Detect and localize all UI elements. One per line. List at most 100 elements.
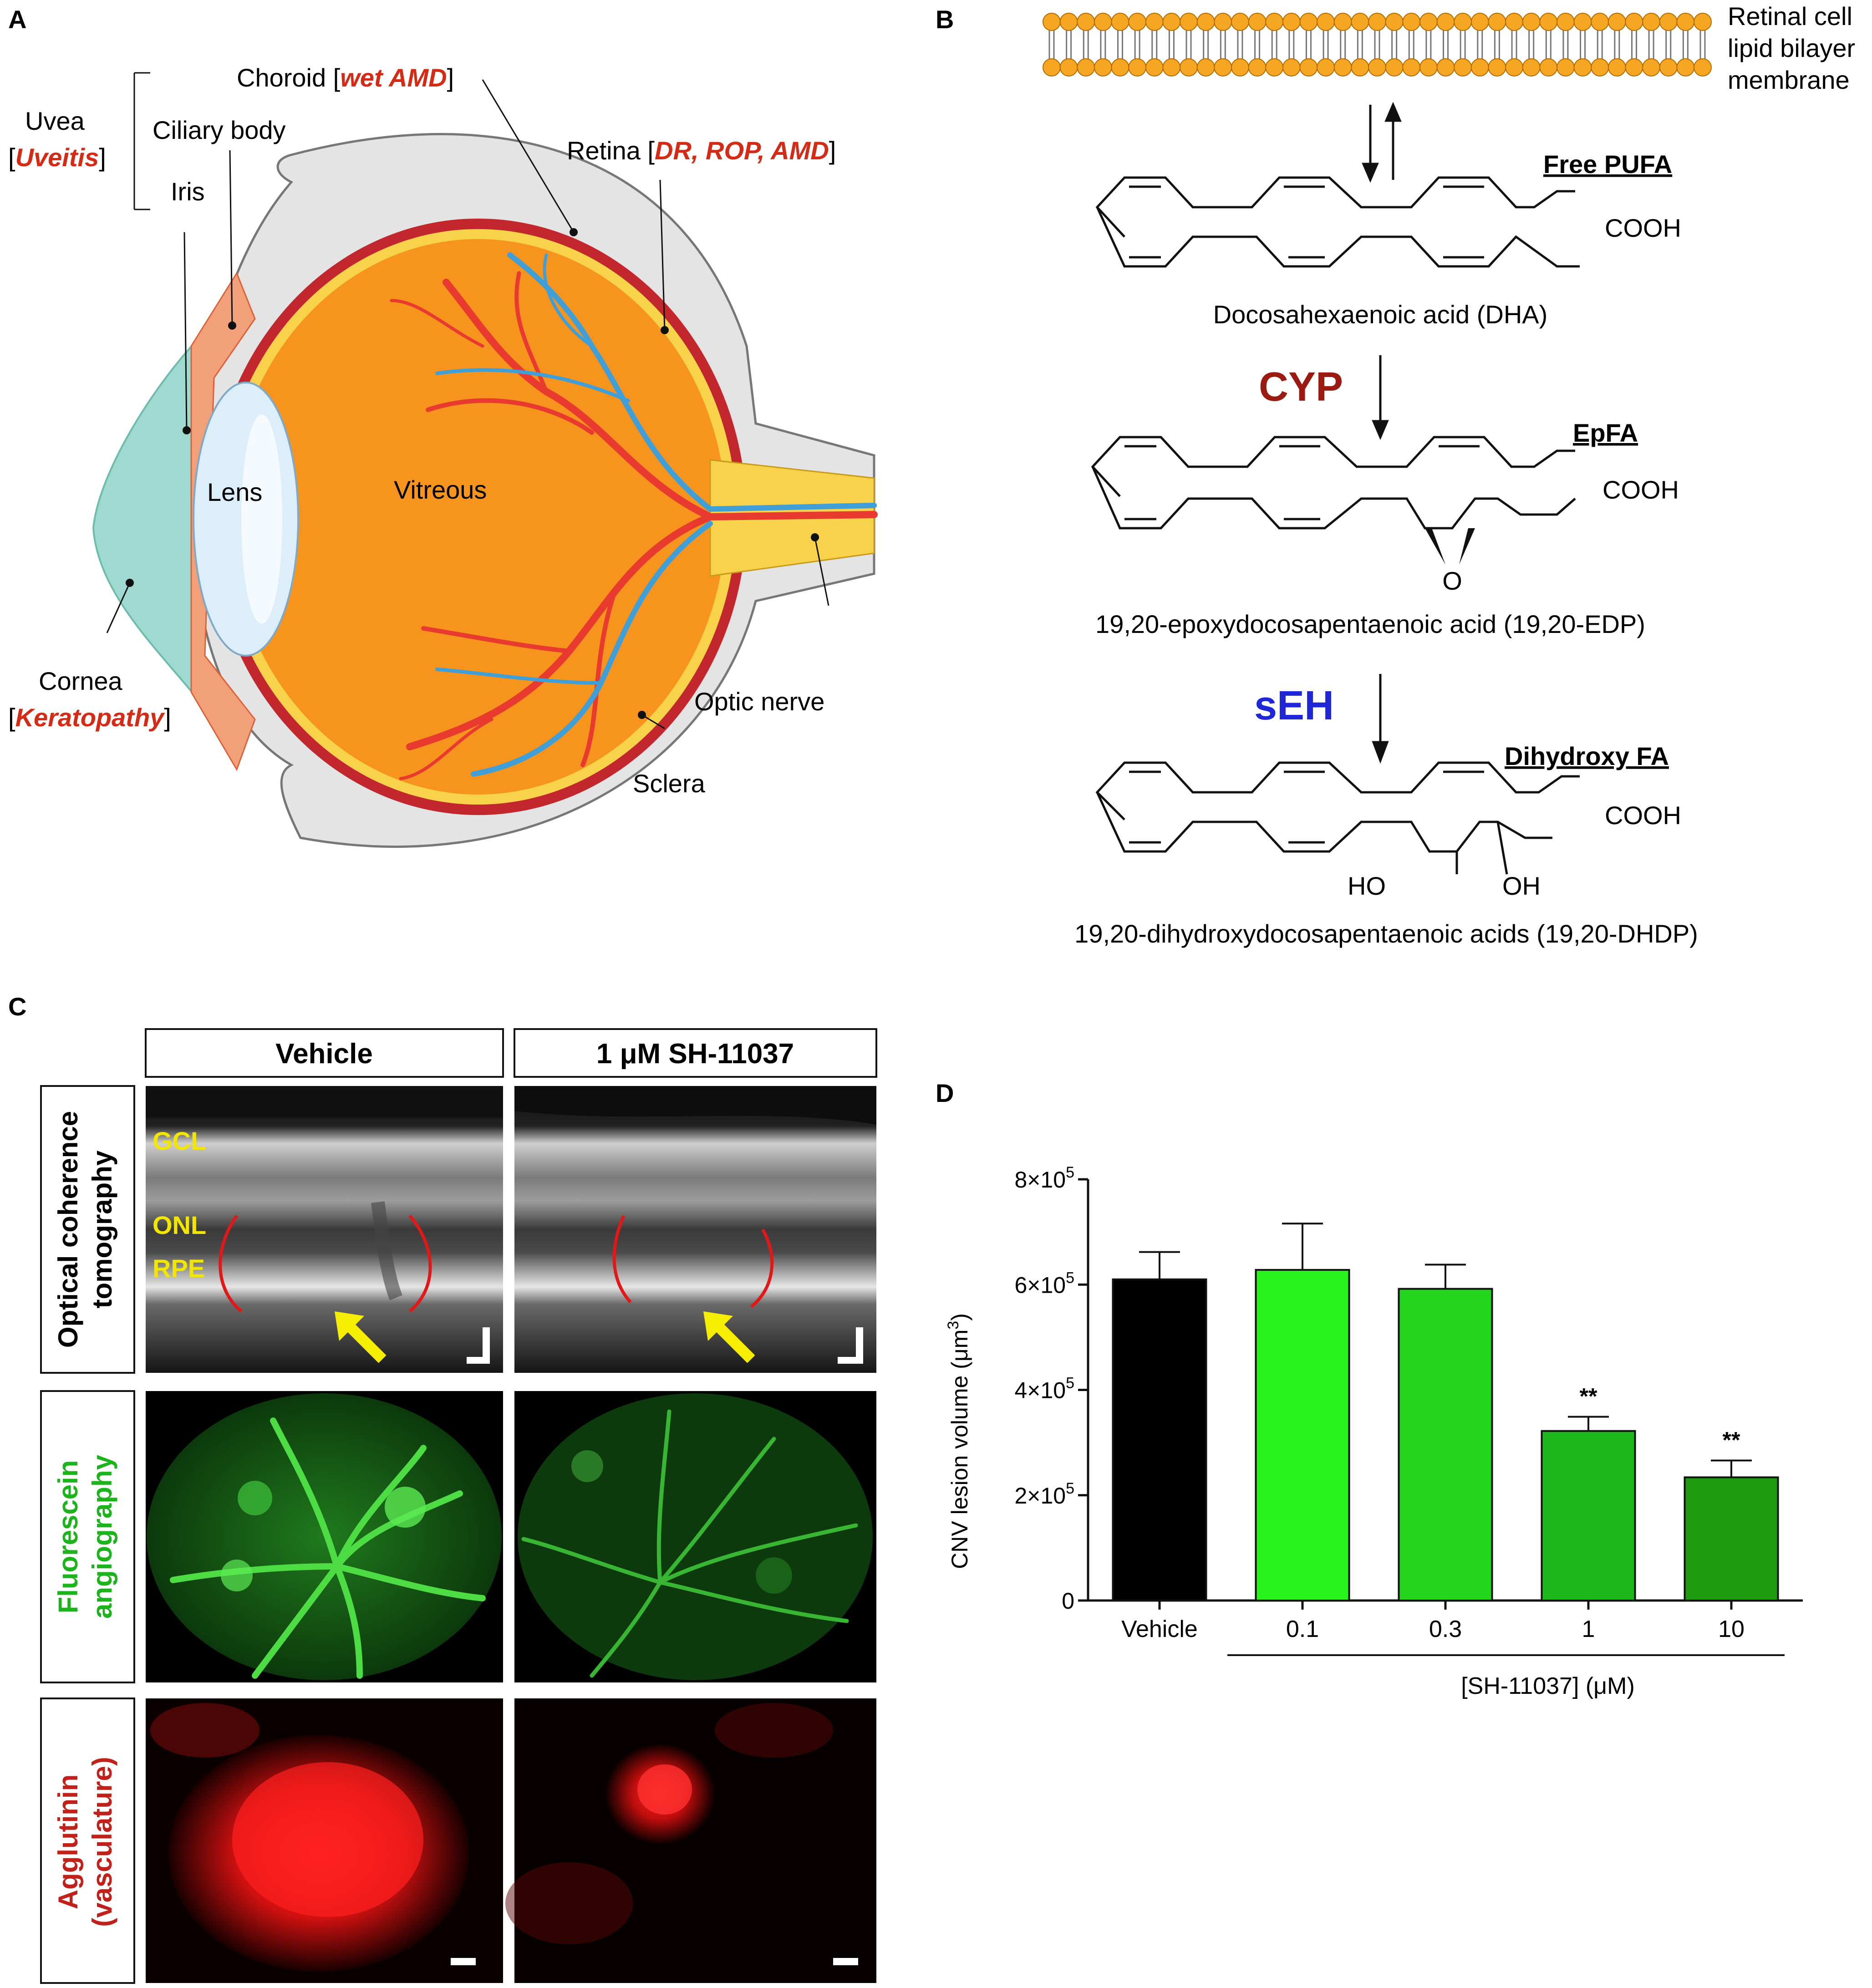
lipid-head <box>1180 13 1198 31</box>
label-optic-nerve: Optic nerve <box>694 687 824 716</box>
retinal-vessels <box>390 252 878 780</box>
membrane-label-3: membrane <box>1728 66 1850 94</box>
lipid-head <box>1351 58 1369 76</box>
membrane-arrows <box>1362 102 1402 183</box>
row-label-oct-box <box>40 1085 135 1374</box>
lipid-head <box>1419 58 1438 76</box>
lipid-head <box>1317 13 1335 31</box>
lipid-head <box>1556 58 1575 76</box>
lipid-head <box>1454 58 1472 76</box>
lipid-head <box>1299 58 1318 76</box>
lipid-head <box>1111 13 1129 31</box>
col-header-treatment-box <box>514 1028 877 1078</box>
dot <box>638 711 646 719</box>
cooh-1: COOH <box>1605 214 1681 242</box>
lipid-head <box>1248 13 1267 31</box>
lipid-head <box>1488 13 1506 31</box>
lipid-head <box>1642 58 1661 76</box>
seh-arrow <box>1372 674 1389 764</box>
row-label-fa-box <box>40 1390 135 1683</box>
image-grid: Vehicle 1 μM SH-11037 Optical coherence … <box>40 1028 877 1984</box>
wet-amd-disease: wet AMD <box>340 63 447 92</box>
y-tick-label: 8×105 <box>1014 1164 1074 1193</box>
lipid-head <box>1145 58 1164 76</box>
oct-vehicle-image <box>146 1086 503 1373</box>
free-pufa-label: Free PUFA <box>1543 150 1672 178</box>
lipid-head <box>1385 58 1404 76</box>
dot <box>661 326 669 334</box>
cornea-shape <box>92 341 201 698</box>
label-uveitis: [Uveitis] <box>8 143 106 172</box>
col-header-vehicle: Vehicle <box>275 1038 373 1070</box>
label-lens: Lens <box>207 478 262 506</box>
membrane-label-2: lipid bilayer <box>1728 34 1855 62</box>
cyp-enzyme: CYP <box>1259 364 1343 410</box>
dot <box>126 579 134 587</box>
row-label-agg-2: (vasculature) <box>87 1757 117 1927</box>
lipid-head <box>1591 13 1609 31</box>
lipid-head <box>1659 13 1678 31</box>
ho-label: HO <box>1348 872 1386 900</box>
lipid-head <box>1128 58 1147 76</box>
layer-rpe: RPE <box>153 1254 205 1283</box>
lipid-head <box>1539 58 1558 76</box>
lipid-head <box>1128 13 1147 31</box>
agglutinin-vehicle-image <box>146 1698 503 1983</box>
row-label-fa-2: angiography <box>87 1454 117 1619</box>
col-header-vehicle-box <box>145 1028 504 1078</box>
lipid-head <box>1059 13 1078 31</box>
lipid-head <box>1111 58 1129 76</box>
lipid-head <box>1282 13 1301 31</box>
dot <box>570 228 578 236</box>
significance-label: ** <box>1580 1383 1597 1409</box>
lipid-head <box>1522 13 1541 31</box>
label-sclera: Sclera <box>633 769 706 798</box>
lipid-head <box>1333 58 1352 76</box>
cyp-arrow <box>1372 355 1389 440</box>
bar <box>1541 1430 1636 1601</box>
lipid-head <box>1591 58 1609 76</box>
lipid-head <box>1385 13 1404 31</box>
ylabel-superscript: 3 <box>945 1321 962 1330</box>
lipid-bilayer <box>1043 13 1712 76</box>
lipid-head <box>1659 58 1678 76</box>
retina-diseases: DR, ROP, AMD <box>655 136 829 165</box>
lipid-head <box>1470 58 1489 76</box>
bar <box>1112 1278 1207 1601</box>
lipid-head <box>1676 58 1695 76</box>
lens-highlight <box>241 414 282 624</box>
lipid-head <box>1162 58 1181 76</box>
lipid-head <box>1059 58 1078 76</box>
lipid-head <box>1077 13 1095 31</box>
fa-vehicle-image <box>146 1391 503 1682</box>
lipid-head <box>1470 13 1489 31</box>
x-tick-label: 1 <box>1582 1616 1595 1642</box>
lipid-head <box>1694 13 1712 31</box>
lipid-head <box>1505 13 1524 31</box>
bar <box>1684 1476 1779 1601</box>
chart-xlabel: [SH-11037] (μM) <box>1461 1673 1635 1699</box>
significance-label: ** <box>1723 1427 1740 1453</box>
bar-chart: CNV lesion volume (μm3) [SH-11037] (μM) … <box>945 1164 1803 1699</box>
lipid-head <box>1402 58 1421 76</box>
x-tick-label: 0.3 <box>1429 1616 1462 1642</box>
lipid-head <box>1573 58 1592 76</box>
lipid-head <box>1505 58 1524 76</box>
lipid-head <box>1043 58 1061 76</box>
panel-letter-d: D <box>936 1079 954 1107</box>
lipid-head <box>1368 58 1386 76</box>
chart-ylabel: CNV lesion volume (μm3) <box>945 1313 972 1569</box>
lipid-head <box>1419 13 1438 31</box>
panel-letter-b: B <box>936 5 954 34</box>
keratopathy-disease: Keratopathy <box>15 703 166 732</box>
lipid-head <box>1196 58 1215 76</box>
label-uvea: Uvea <box>25 107 85 135</box>
agglutinin-treatment-image <box>505 1698 876 1983</box>
oct-treatment-image <box>514 1086 876 1373</box>
bar <box>1255 1269 1350 1601</box>
lipid-head <box>1333 13 1352 31</box>
lipid-head <box>1145 13 1164 31</box>
label-ciliary-body: Ciliary body <box>153 116 286 144</box>
lipid-head <box>1607 13 1626 31</box>
lipid-head <box>1214 13 1232 31</box>
